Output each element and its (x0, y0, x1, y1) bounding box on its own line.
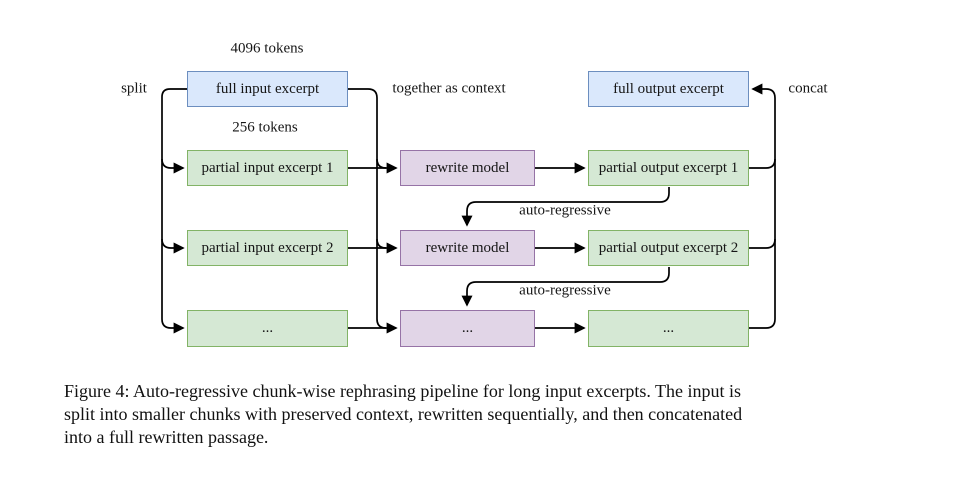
partial-input-excerpt-2-box: partial input excerpt 2 (187, 230, 348, 266)
concat-label: concat (788, 80, 828, 97)
context-merge-2-line (376, 238, 387, 249)
context-trunk-line (348, 88, 387, 329)
split-label: split (121, 80, 147, 97)
rewrite-model-2-box: rewrite model (400, 230, 535, 266)
partial-output-excerpt-1-box: partial output excerpt 1 (588, 150, 749, 186)
tokens-4096-label: 4096 tokens (230, 40, 304, 57)
figure-caption: Figure 4: Auto-regressive chunk-wise rep… (64, 380, 914, 449)
figure-caption-line-3: into a full rewritten passage. (64, 427, 269, 447)
tokens-256-label: 256 tokens (232, 119, 298, 136)
split-branch-1-arrow (161, 158, 185, 174)
partial-input-excerpt-more-box: ... (187, 310, 348, 347)
context-merge-1-line (376, 158, 387, 169)
rewrite-model-more-box: ... (400, 310, 535, 347)
full-output-excerpt-box: full output excerpt (588, 71, 749, 107)
figure-caption-line-1: Figure 4: Auto-regressive chunk-wise rep… (64, 381, 742, 401)
split-trunk-arrow (161, 88, 187, 334)
rewrite-model-1-box: rewrite model (400, 150, 535, 186)
concat-trunk-arrow (749, 83, 776, 329)
partial-input-excerpt-1-box: partial input excerpt 1 (187, 150, 348, 186)
figure-caption-line-2: split into smaller chunks with preserved… (64, 404, 743, 424)
concat-join-2-line (749, 238, 776, 249)
partial-output-excerpt-2-box: partial output excerpt 2 (588, 230, 749, 266)
together-as-context-label: together as context (392, 80, 506, 97)
split-branch-2-arrow (161, 238, 185, 254)
partial-output-excerpt-more-box: ... (588, 310, 749, 347)
full-input-excerpt-box: full input excerpt (187, 71, 348, 107)
auto-regressive-2-label: auto-regressive (519, 282, 611, 299)
auto-regressive-1-label: auto-regressive (519, 202, 611, 219)
concat-join-1-line (749, 158, 776, 169)
